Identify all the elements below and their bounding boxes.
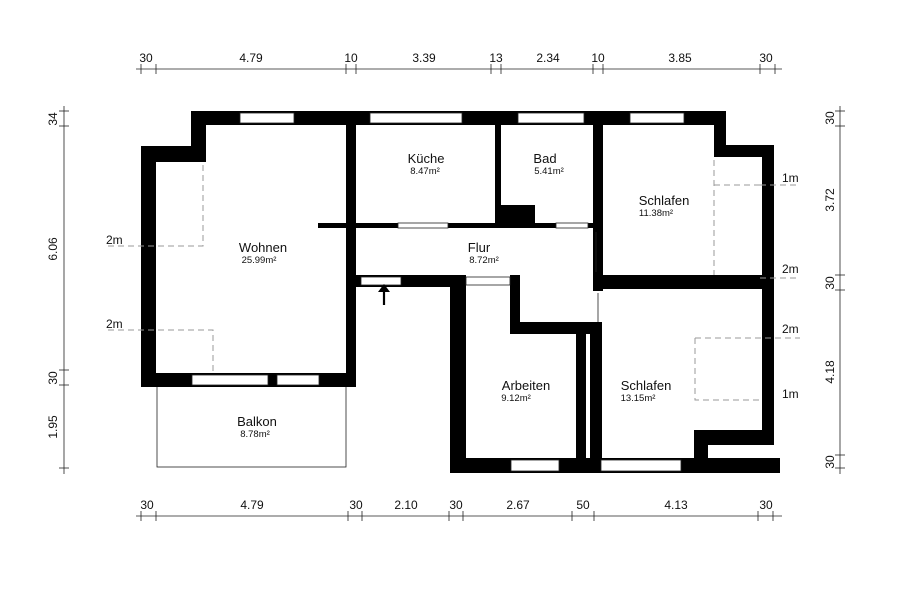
- dim-right-1: 30: [823, 111, 837, 125]
- room-wohnen: Wohnen 25.99m²: [239, 240, 287, 266]
- window-label-left-top: 2m: [106, 233, 123, 247]
- dim-top-4: 3.39: [412, 51, 436, 65]
- room-flur: Flur 8.72m²: [468, 240, 499, 266]
- dim-right-5: 30: [823, 455, 837, 469]
- dim-top-9: 30: [759, 51, 773, 65]
- dimension-labels-bottom: 30 4.79 30 2.10 30 2.67 50 4.13 30: [140, 498, 773, 512]
- room-area-bad: 5.41m²: [534, 166, 564, 177]
- dim-top-5: 13: [489, 51, 503, 65]
- room-name-bad: Bad: [533, 151, 556, 166]
- room-schlafen-bottom: Schlafen 13.15m²: [621, 378, 672, 404]
- dimension-labels-right: 30 3.72 30 4.18 30: [823, 111, 837, 469]
- dimension-labels-left: 34 6.06 30 1.95: [46, 112, 60, 439]
- dim-top-1: 30: [139, 51, 153, 65]
- dim-top-7: 10: [591, 51, 605, 65]
- window-label-right-4: 1m: [782, 387, 799, 401]
- dim-bottom-9: 30: [759, 498, 773, 512]
- room-name-kueche: Küche: [408, 151, 445, 166]
- dimension-lines: [59, 64, 845, 521]
- room-name-balkon: Balkon: [237, 414, 277, 429]
- room-name-arbeiten: Arbeiten: [502, 378, 550, 393]
- dim-top-8: 3.85: [668, 51, 692, 65]
- room-schlafen-top: Schlafen 11.38m²: [639, 193, 690, 219]
- entrance-arrow-icon: [378, 284, 390, 305]
- window-label-left-bottom: 2m: [106, 317, 123, 331]
- room-area-flur: 8.72m²: [469, 255, 499, 266]
- room-area-arbeiten: 9.12m²: [501, 393, 531, 404]
- room-kueche: Küche 8.47m²: [408, 151, 445, 177]
- dim-right-2: 3.72: [823, 188, 837, 212]
- dim-left-3: 30: [46, 371, 60, 385]
- room-area-schlafen-top: 11.38m²: [639, 208, 673, 219]
- room-area-kueche: 8.47m²: [410, 166, 440, 177]
- window-labels: 2m 2m 1m 2m 2m 1m: [106, 171, 799, 401]
- dim-bottom-3: 30: [349, 498, 363, 512]
- room-name-wohnen: Wohnen: [239, 240, 287, 255]
- room-area-schlafen-bottom: 13.15m²: [621, 393, 656, 404]
- dim-top-3: 10: [344, 51, 358, 65]
- dim-left-1: 34: [46, 112, 60, 126]
- room-name-schlafen-bottom: Schlafen: [621, 378, 672, 393]
- dim-right-4: 4.18: [823, 360, 837, 384]
- room-arbeiten: Arbeiten 9.12m²: [501, 378, 550, 404]
- dim-top-2: 4.79: [239, 51, 263, 65]
- room-name-schlafen-top: Schlafen: [639, 193, 690, 208]
- dim-top-6: 2.34: [536, 51, 560, 65]
- dim-left-2: 6.06: [46, 237, 60, 261]
- dim-bottom-5: 30: [449, 498, 463, 512]
- dim-bottom-4: 2.10: [394, 498, 418, 512]
- room-bad: Bad 5.41m²: [533, 151, 563, 177]
- windows: [191, 112, 685, 472]
- dim-bottom-7: 50: [576, 498, 590, 512]
- window-label-right-1: 1m: [782, 171, 799, 185]
- dim-bottom-1: 30: [140, 498, 154, 512]
- room-area-wohnen: 25.99m²: [242, 255, 277, 266]
- dim-left-4: 1.95: [46, 415, 60, 439]
- window-label-right-2: 2m: [782, 262, 799, 276]
- room-balkon: Balkon 8.78m²: [237, 414, 277, 440]
- window-clearance-lines: [108, 160, 800, 401]
- dim-right-3: 30: [823, 276, 837, 290]
- room-area-balkon: 8.78m²: [240, 429, 270, 440]
- room-name-flur: Flur: [468, 240, 491, 255]
- dim-bottom-2: 4.79: [240, 498, 264, 512]
- dimension-labels-top: 30 4.79 10 3.39 13 2.34 10 3.85 30: [139, 51, 773, 65]
- dim-bottom-8: 4.13: [664, 498, 688, 512]
- dim-bottom-6: 2.67: [506, 498, 530, 512]
- window-label-right-3: 2m: [782, 322, 799, 336]
